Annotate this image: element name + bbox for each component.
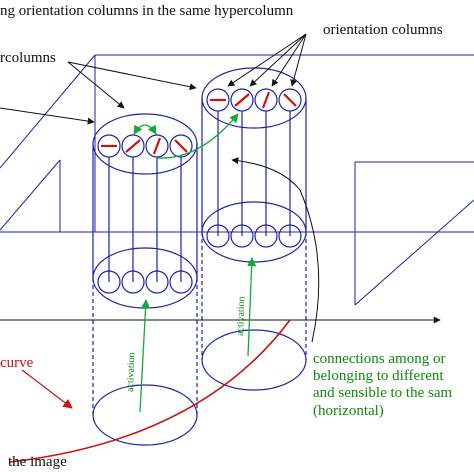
activation-arrow-left <box>139 299 151 413</box>
orientation-cells-right <box>206 88 302 112</box>
intra-hypercolumn-connections <box>133 113 239 159</box>
curve-label: curve <box>0 355 34 371</box>
orientation-bar <box>174 139 188 153</box>
orientation-cells-left <box>97 134 193 158</box>
image-curve <box>9 319 291 463</box>
connections-label-line2: belonging to different <box>313 368 444 384</box>
activation-label-right: activation <box>235 296 247 336</box>
connections-label-line1: connections among or <box>313 351 445 367</box>
top-caption: ng orientation columns in the same hyper… <box>0 3 294 19</box>
orientation-bar <box>283 93 297 107</box>
orientation-bar <box>261 91 271 109</box>
connections-label-line4: (horizontal) <box>313 403 384 419</box>
label-pointers <box>0 33 320 343</box>
hypercolumn-left <box>92 113 198 446</box>
hypercolumns-label: rcolumns <box>0 50 56 66</box>
curve-pointer-arrow <box>21 369 73 409</box>
activation-arrow-right <box>247 257 257 357</box>
orientation-bar <box>234 93 250 107</box>
connections-label-line3: and sensible to the sam <box>313 385 452 401</box>
hypercolumn-right <box>201 67 307 391</box>
orientation-bar <box>152 137 162 155</box>
orientation-bar <box>125 139 141 153</box>
image-label: the image <box>8 454 67 470</box>
orientation-columns-label: orientation columns <box>323 22 443 38</box>
activation-label-left: activation <box>125 352 137 392</box>
